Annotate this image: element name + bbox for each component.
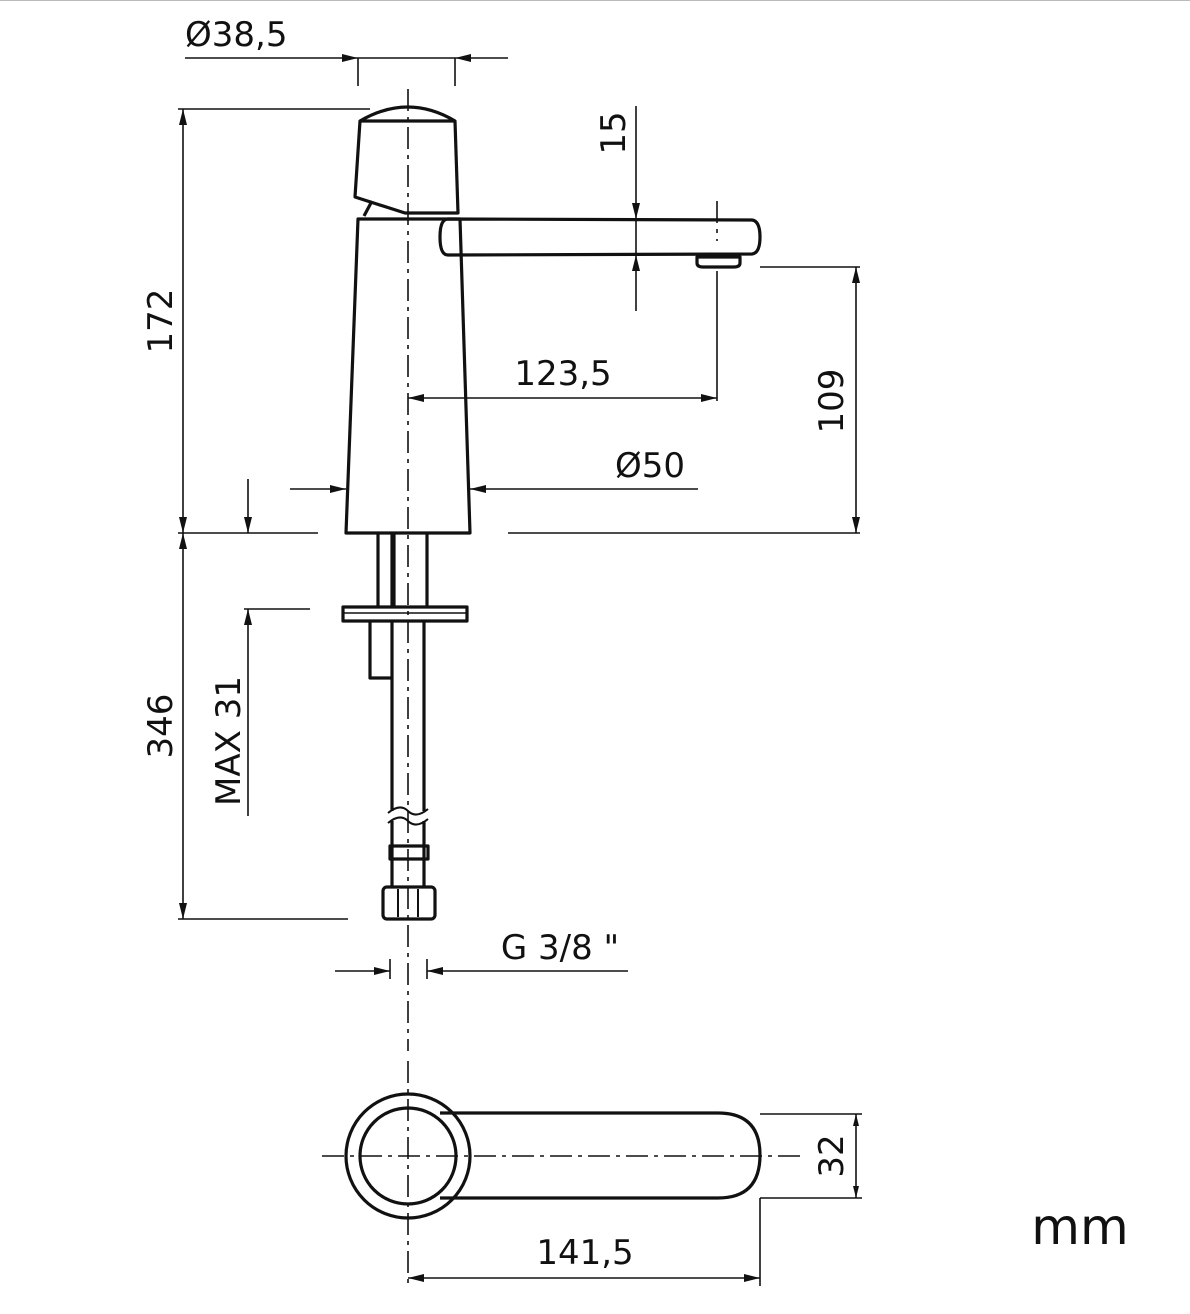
supply-hose [390,621,426,887]
faucet-top-view [344,1092,762,1220]
faucet-side-view [341,105,762,921]
body [344,217,472,535]
dimension-lines [178,54,862,1286]
dim-spout-width: 32 [812,1134,852,1177]
dim-supply-length: 346 [141,694,181,759]
dim-spout-reach: 123,5 [514,354,611,394]
threaded-rod [376,533,429,607]
dim-total-length: 141,5 [536,1233,633,1273]
spout [438,217,762,257]
dim-connection: G 3/8 " [501,928,619,968]
handle [353,105,460,215]
dim-handle-diameter: Ø38,5 [185,15,287,55]
aerator [695,255,742,269]
dim-total-height: 172 [141,289,181,354]
dim-body-diameter: Ø50 [615,446,685,486]
dim-max-deck: MAX 31 [209,676,249,806]
dim-spout-height: 109 [812,369,852,434]
dim-spout-offset: 15 [594,111,634,154]
unit-label: mm [1031,1198,1128,1256]
hose-nut [381,885,437,921]
mounting-plate [341,605,469,623]
